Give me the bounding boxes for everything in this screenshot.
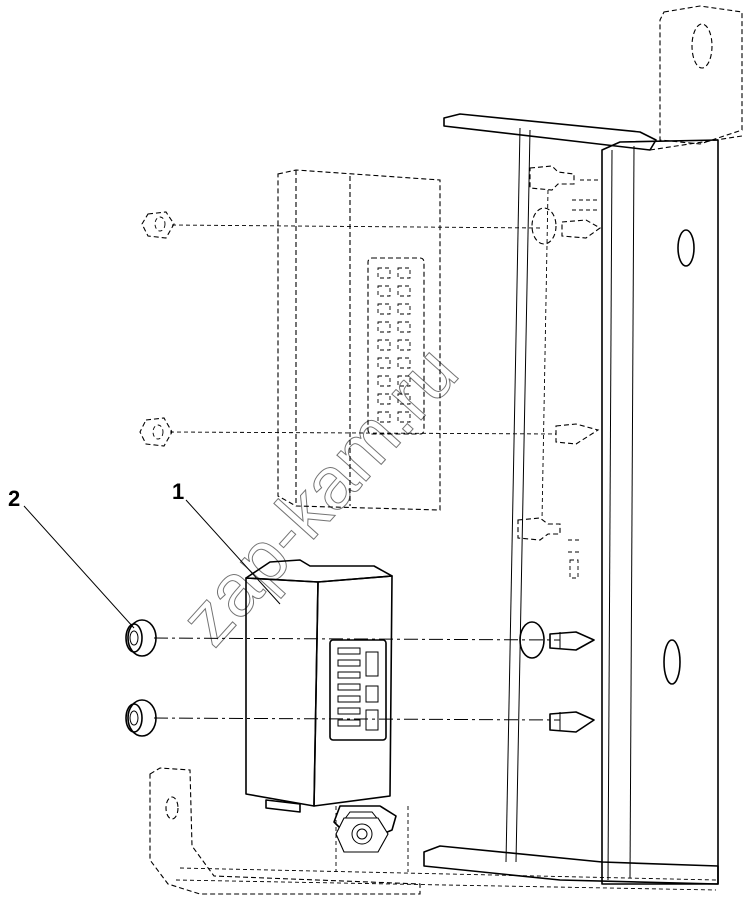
ghost-nut-upper <box>141 211 175 239</box>
watermark: zap-kam.ru <box>164 330 473 661</box>
callout-1: 1 <box>172 479 184 504</box>
bracket-bottom-tab <box>149 767 717 895</box>
stud-upper-1 <box>529 165 598 191</box>
ghost-nut-middle <box>139 417 173 447</box>
bottom-nut <box>335 817 389 853</box>
connector-pins <box>337 647 379 731</box>
flange-nut-lower <box>125 699 157 737</box>
stud-lower-2 <box>549 711 595 733</box>
bracket-slot-lower <box>663 639 681 685</box>
leader-line-2 <box>23 505 135 629</box>
bracket-top-tab <box>649 5 743 151</box>
ghost-control-unit-upper <box>277 169 441 511</box>
stud-upper-2 <box>531 199 602 245</box>
bracket-slot-upper <box>677 229 695 267</box>
stud-lower-ghost <box>517 517 582 579</box>
connector-socket <box>329 639 387 741</box>
ghost-connector-pins <box>377 267 411 423</box>
callout-2: 2 <box>8 486 20 511</box>
leader-line-1 <box>185 499 281 605</box>
stud-middle <box>555 423 600 445</box>
stud-lower-1 <box>519 621 595 659</box>
flange-nut-upper <box>125 619 157 657</box>
mounting-bracket <box>423 113 719 885</box>
